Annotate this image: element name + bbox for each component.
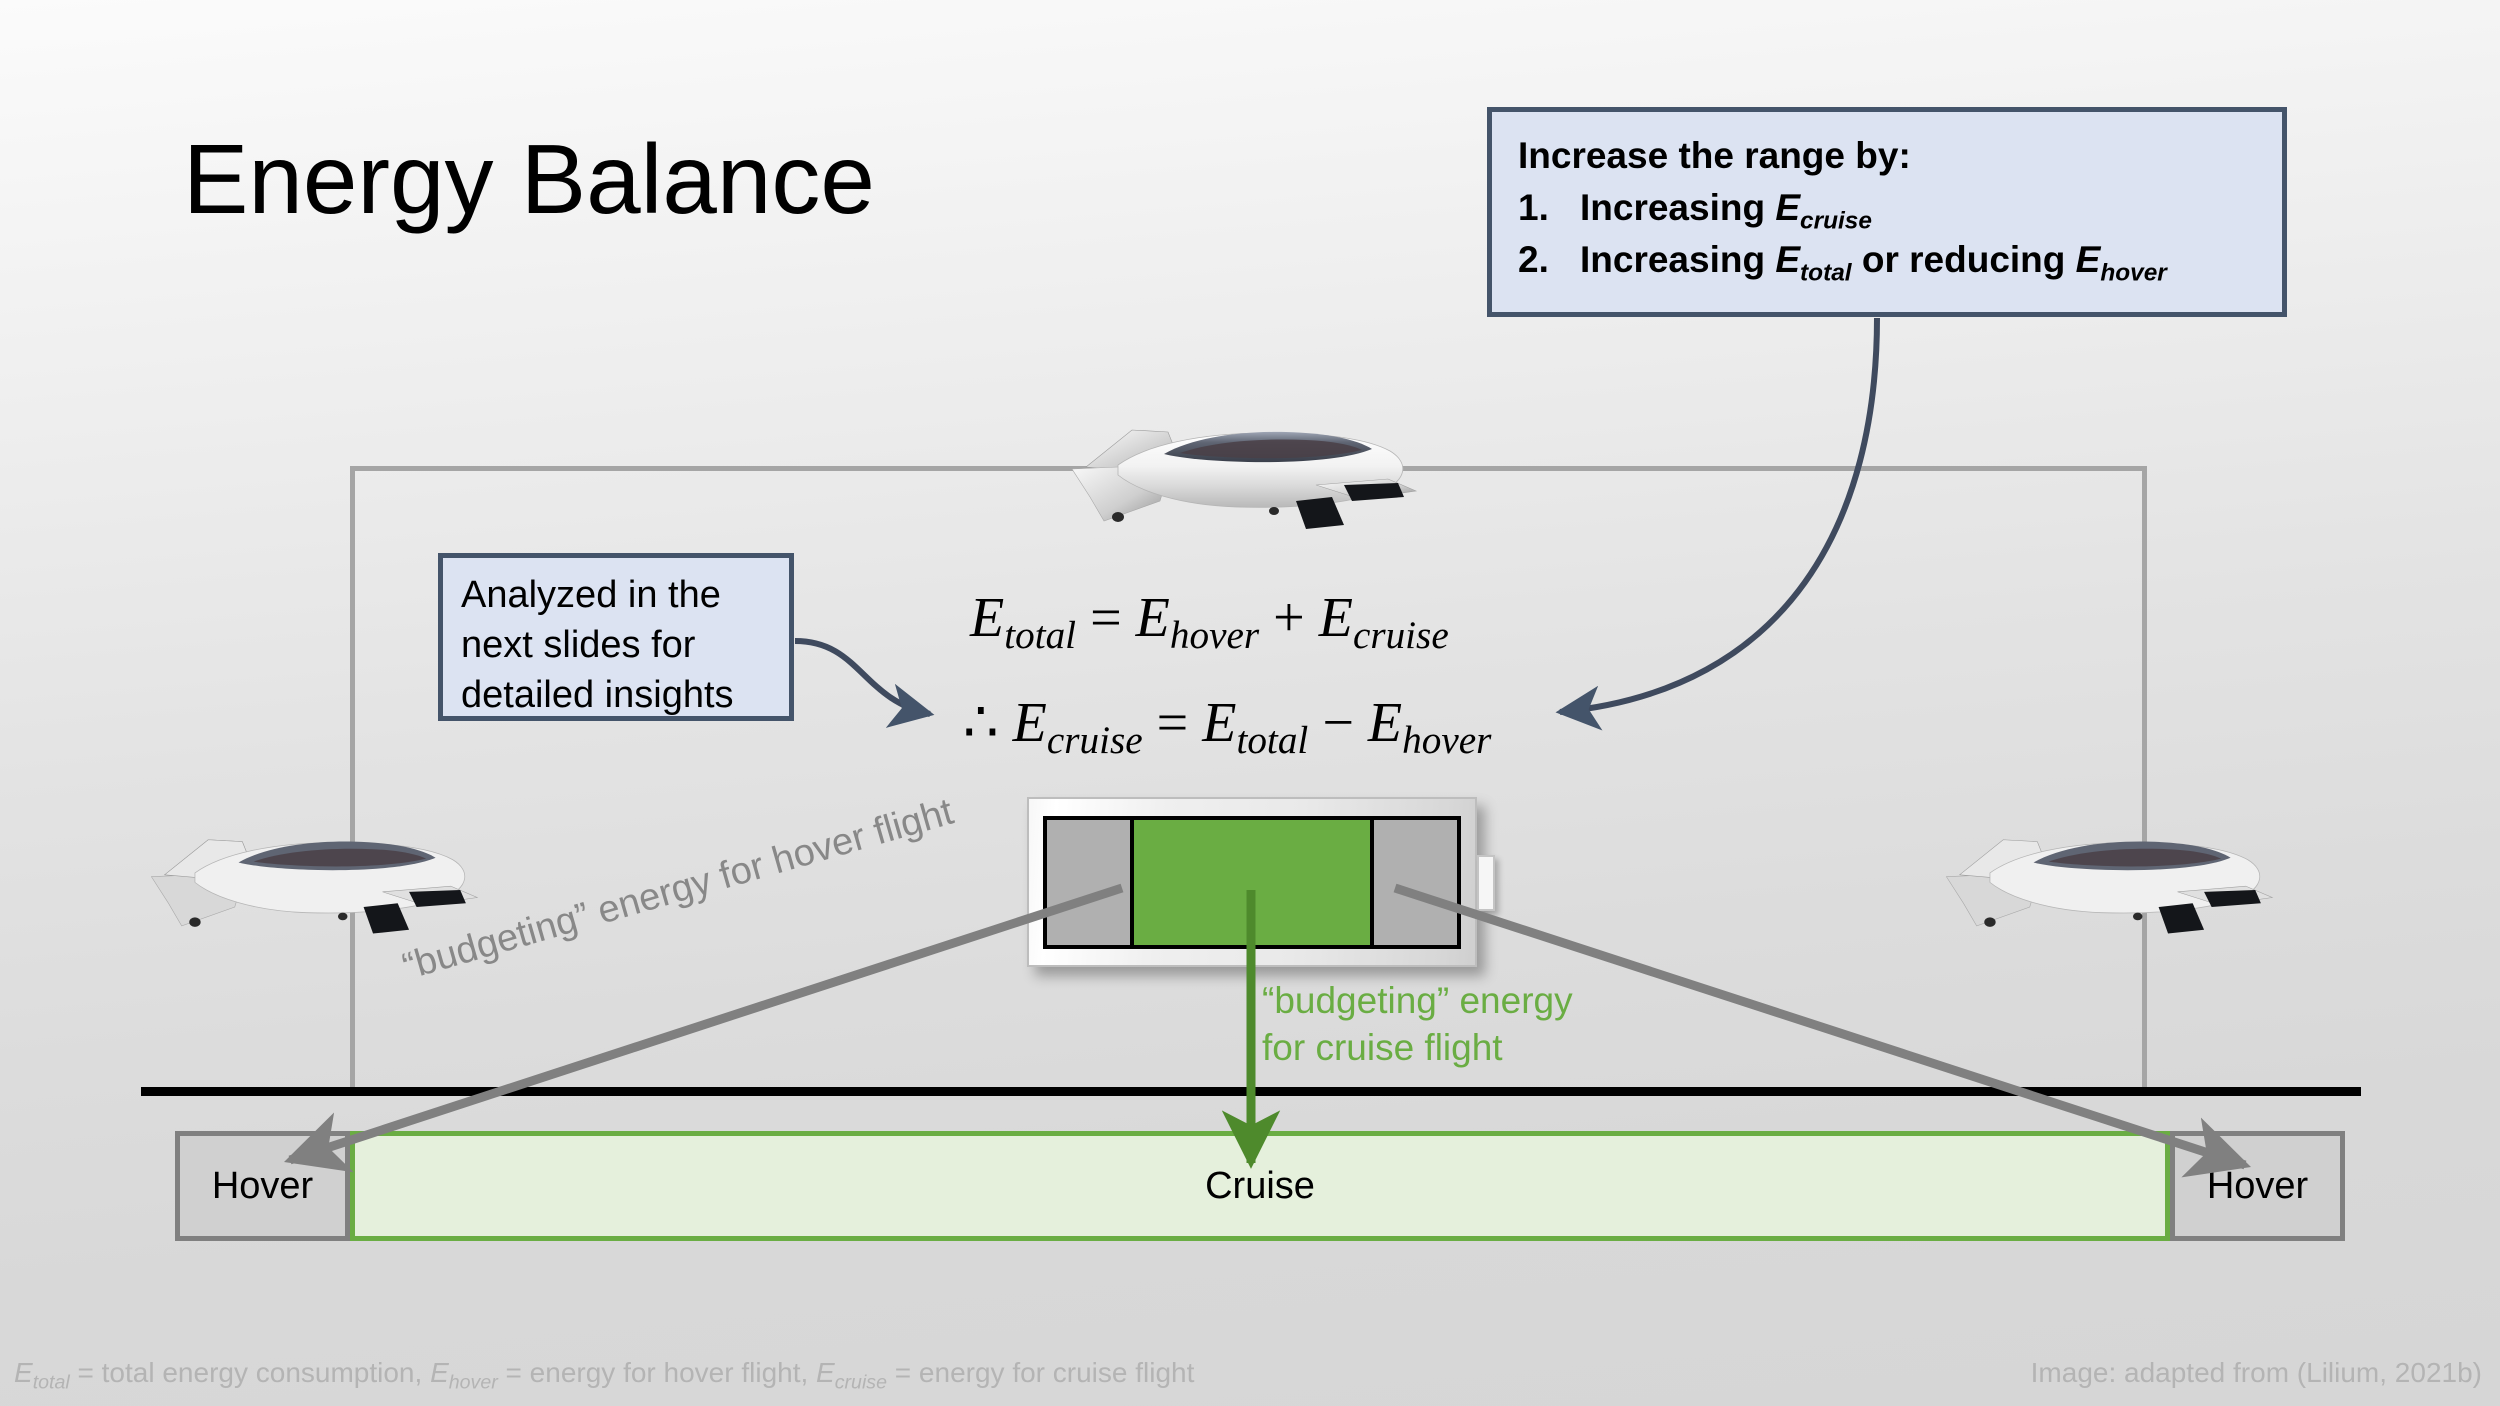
- callout-range-item-2: Increasing Etotal or reducing Ehover: [1518, 236, 2256, 289]
- legend-subscript-1: total: [32, 1371, 70, 1394]
- timeline-hover-right-label: Hover: [2206, 1164, 2309, 1207]
- equation-cruise-energy: ∴ Ecruise = Etotal − Ehover: [963, 690, 1491, 763]
- eq2-operator-2: −: [1308, 692, 1368, 754]
- eq1-term2-symbol: E: [1318, 587, 1353, 649]
- legend-subscript-3: cruise: [834, 1371, 888, 1394]
- ground-reference-line: [141, 1087, 2361, 1096]
- eq1-term2-subscript: cruise: [1352, 614, 1449, 658]
- callout-analyzed-line-3: detailed insights: [461, 674, 734, 717]
- eq2-term2-subscript: hover: [1402, 719, 1492, 763]
- callout-range-list: Increasing Ecruise Increasing Etotal or …: [1518, 184, 2256, 289]
- range-item1-prefix: Increasing: [1580, 186, 1776, 228]
- annotation-cruise-budget: “budgeting” energy for cruise flight: [1262, 978, 1573, 1071]
- legend-symbol-3: E: [816, 1357, 835, 1388]
- flight-phase-timeline: Hover Cruise Hover: [175, 1131, 2345, 1241]
- eq2-term1-symbol: E: [1202, 692, 1237, 754]
- battery-cells: [1043, 815, 1461, 949]
- range-item2-subscript2: hover: [2100, 259, 2167, 287]
- battery-terminal-nub: [1477, 855, 1495, 911]
- legend-text-1: = total energy consumption,: [69, 1357, 431, 1388]
- callout-range-item-1: Increasing Ecruise: [1518, 184, 2256, 237]
- legend-subscript-2: hover: [448, 1371, 498, 1394]
- legend-text-3: = energy for cruise flight: [887, 1357, 1195, 1388]
- legend-symbol-2: E: [430, 1357, 449, 1388]
- callout-range-heading: Increase the range by:: [1518, 135, 1911, 176]
- eq2-term2-symbol: E: [1367, 692, 1403, 754]
- callout-analyzed-line-2: next slides for: [461, 624, 696, 667]
- eq1-lhs-subscript: total: [1004, 614, 1077, 658]
- battery-segment-cruise: [1130, 819, 1374, 945]
- range-item1-symbol: E: [1775, 186, 1801, 228]
- range-item2-prefix: Increasing: [1580, 239, 1776, 281]
- timeline-phase-hover-left: Hover: [175, 1131, 350, 1241]
- range-item2-subscript: total: [1800, 259, 1852, 287]
- range-item2-middle: or reducing: [1851, 239, 2076, 281]
- annotation-cruise-line-2: for cruise flight: [1262, 1026, 1503, 1068]
- callout-analyzed-line-1: Analyzed in the: [461, 574, 721, 616]
- aircraft-icon-top: [1060, 405, 1440, 540]
- legend-text-2: = energy for hover flight,: [497, 1357, 817, 1388]
- footer-legend: Etotal = total energy consumption, Ehove…: [14, 1357, 1194, 1395]
- timeline-hover-left-label: Hover: [211, 1164, 314, 1207]
- eq1-term1-symbol: E: [1135, 587, 1170, 649]
- timeline-cruise-label: Cruise: [1205, 1164, 1315, 1207]
- battery-segment-hover-right: [1374, 819, 1457, 945]
- annotation-cruise-line-1: “budgeting” energy: [1262, 980, 1573, 1021]
- range-item2-symbol: E: [1775, 239, 1801, 281]
- eq1-operator-1: =: [1076, 587, 1136, 649]
- timeline-phase-cruise: Cruise: [350, 1131, 2170, 1241]
- eq2-lhs-subscript: cruise: [1046, 719, 1143, 763]
- eq2-therefore-symbol: ∴: [963, 692, 1013, 754]
- range-item1-subscript: cruise: [1800, 207, 1872, 235]
- eq2-operator-1: =: [1142, 692, 1203, 754]
- eq2-lhs-symbol: E: [1012, 692, 1047, 754]
- eq1-operator-2: +: [1259, 587, 1319, 649]
- equation-total-energy: Etotal = Ehover + Ecruise: [970, 586, 1449, 658]
- aircraft-icon-right: [1935, 815, 2295, 945]
- legend-symbol-1: E: [14, 1357, 33, 1388]
- eq1-lhs-symbol: E: [970, 587, 1005, 649]
- aircraft-icon-left: [140, 815, 500, 945]
- footer-image-credit: Image: adapted from (Lilium, 2021b): [2030, 1357, 2482, 1388]
- range-item2-symbol2: E: [2075, 239, 2101, 281]
- battery-segment-hover-left: [1047, 819, 1130, 945]
- page-title: Energy Balance: [183, 124, 875, 234]
- callout-analyzed-next-slides: Analyzed in the next slides for detailed…: [438, 553, 794, 721]
- timeline-phase-hover-right: Hover: [2170, 1131, 2345, 1241]
- battery-graphic: [1027, 797, 1477, 967]
- eq2-term1-subscript: total: [1236, 719, 1309, 763]
- callout-increase-range: Increase the range by: Increasing Ecruis…: [1487, 107, 2287, 317]
- eq1-term1-subscript: hover: [1169, 614, 1260, 658]
